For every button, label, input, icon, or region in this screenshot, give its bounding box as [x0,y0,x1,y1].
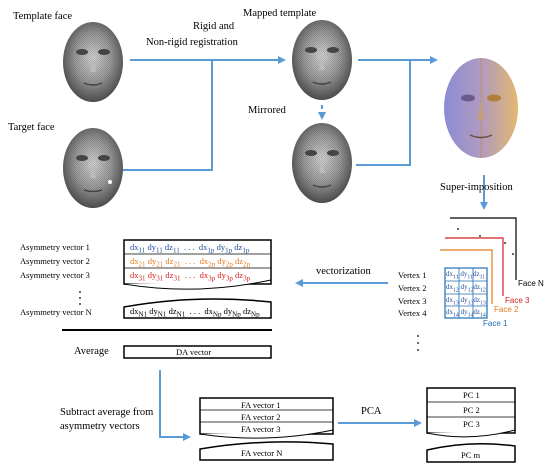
vertex-label: Vertex 3 [398,296,427,306]
mirrored-label: Mirrored [248,105,286,116]
registration-label-line1: Rigid and [193,21,235,32]
mapped-template-label: Mapped template [243,8,317,19]
mapped-template-face-image [292,20,352,100]
asymmetry-vectors-block [62,239,272,359]
asymmetry-row-2: dx21 dy21 dz21 . . . dx2p dy2p dz2p [130,256,251,269]
subtract-label-line2: asymmetry vectors [60,421,140,432]
target-face-label: Target face [8,122,55,133]
pc-label: PC 1 [463,390,480,400]
grid-row-3: dx13 dy13dz13 [446,296,486,307]
face-3-label: Face 3 [505,296,530,305]
asymmetry-row-n: dxN1 dyN1 dzN1 . . . dxNp dyNp dzNp [130,306,260,319]
fa-vector-label: FA vector 2 [241,412,281,422]
face-stack-grids [79,217,517,351]
asymmetry-vector-label: Asymmetry vector N [20,307,92,317]
pca-label: PCA [361,406,382,417]
registration-arrows [123,56,488,441]
fa-vector-label: FA vector 3 [241,424,281,434]
vectorization-label: vectorization [316,266,371,277]
registration-label-line2: Non-rigid registration [146,37,238,48]
face-1-label: Face 1 [483,319,508,328]
face-n-label: Face N [518,279,544,288]
asymmetry-vector-label: Asymmetry vector 2 [20,256,90,266]
pc-block [426,387,516,463]
grid-row-1: dx11 dy11dz11 [446,270,486,281]
pc-label: PC 3 [463,419,480,429]
grid-row-4: dx14 dy14dz14 [446,308,486,319]
fa-vectors-block [199,397,334,461]
subtract-label-line1: Subtract average from [60,407,154,418]
pc-label: PC m [461,450,481,460]
superimposed-face-image [444,58,518,158]
face-2-label: Face 2 [494,305,519,314]
vertex-label: Vertex 1 [398,270,427,280]
pc-label: PC 2 [463,405,480,415]
asymmetry-row-1: dx11 dy11 dz11 . . . dx1p dy1p dz1p [130,242,250,255]
template-face-label: Template face [13,11,73,22]
grid-row-2: dx12 dy12dz12 [446,283,486,294]
mirrored-face-image [292,123,352,203]
average-label: Average [74,346,109,357]
template-face-image [63,22,123,102]
fa-vector-label: FA vector N [241,448,283,458]
da-vector-label: DA vector [176,347,212,357]
asymmetry-row-3: dx31 dy31 dz31 . . . dx3p dy3p dz3p [130,270,251,283]
target-face-image [63,128,123,208]
fa-vector-label: FA vector 1 [241,400,281,410]
superimposition-label: Super-imposition [440,182,513,193]
asymmetry-vector-label: Asymmetry vector 3 [20,270,90,280]
vertex-label: Vertex 2 [398,283,427,293]
asymmetry-vector-label: Asymmetry vector 1 [20,242,90,252]
vertex-label: Vertex 4 [398,308,427,318]
